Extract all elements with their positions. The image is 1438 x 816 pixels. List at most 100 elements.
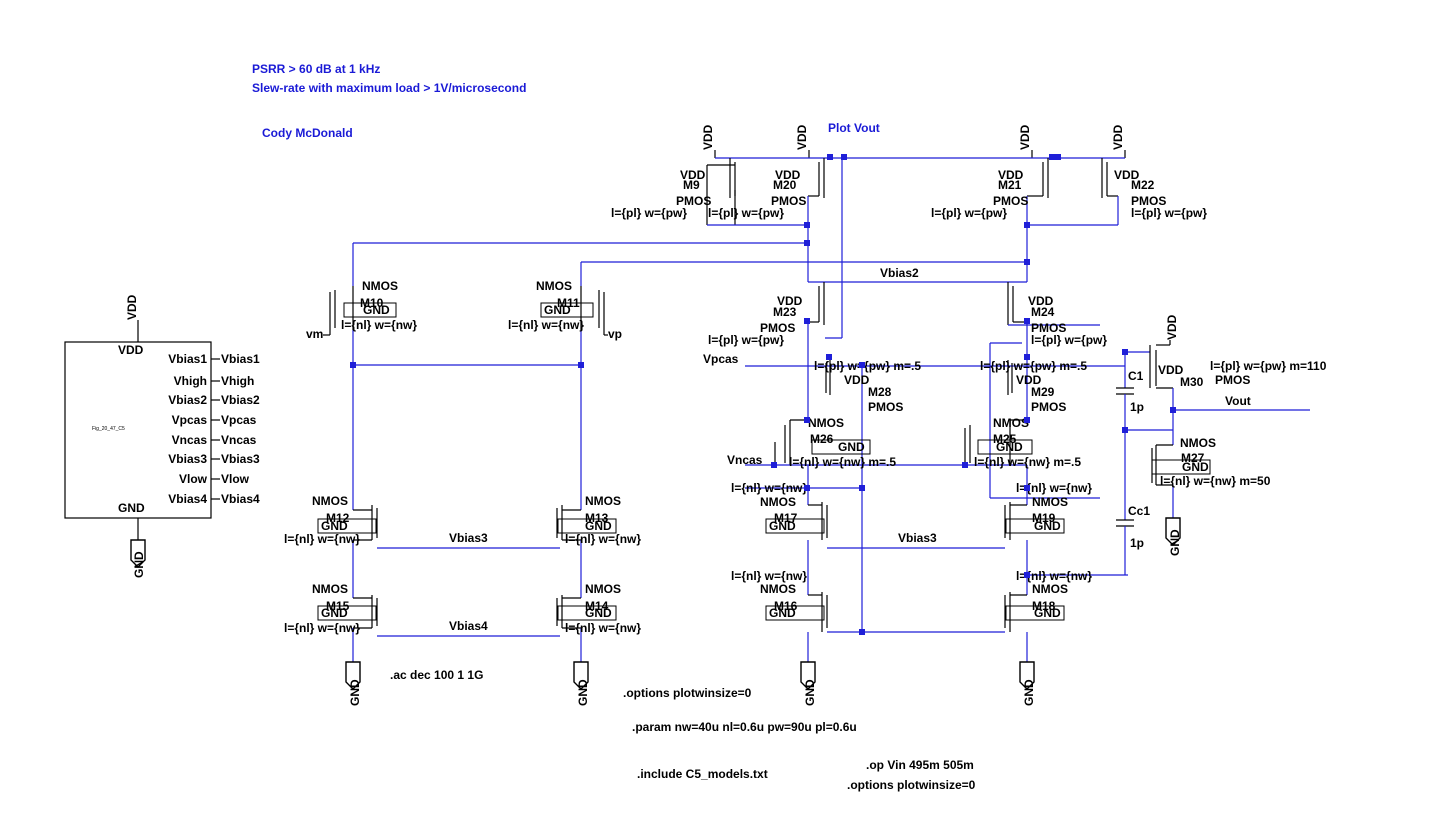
gnd-label-m14: GND — [576, 679, 590, 706]
m9-params: l={pl} w={pw} — [611, 206, 687, 220]
bias-pin-vbias4: Vbias4 — [168, 492, 207, 506]
m30-model: PMOS — [1215, 373, 1250, 387]
m19-model: NMOS — [1032, 495, 1068, 509]
m15-gnd-label: GND — [321, 606, 348, 620]
m20-params: l={pl} w={pw} — [708, 206, 784, 220]
vdd-label-m30: VDD — [1165, 314, 1179, 340]
input-pair-wiring — [323, 242, 1027, 510]
net-vm: vm — [306, 327, 323, 341]
m9-model: PMOS — [676, 194, 711, 208]
gnd-box-m26: GND — [811, 439, 871, 455]
m20-name: M20 — [773, 178, 797, 192]
directive-options-1: .options plotwinsize=0 — [623, 686, 752, 700]
m29-params: l={pl} w={pw} m=.5 — [980, 359, 1087, 373]
gnd-box-m11: GND — [540, 302, 594, 318]
vdd-label-m21: VDD — [1018, 124, 1032, 150]
m12-model: NMOS — [312, 494, 348, 508]
m11-model: NMOS — [536, 279, 572, 293]
net-vncas: Vncas — [727, 453, 763, 467]
m23-model: PMOS — [760, 321, 795, 335]
m16-model: NMOS — [760, 582, 796, 596]
net-vhigh: Vhigh — [221, 374, 254, 388]
vdd-label-m22: VDD — [1111, 124, 1125, 150]
output-stage-wiring — [1116, 340, 1310, 575]
m28-model: PMOS — [868, 400, 903, 414]
net-vbias4-block: Vbias4 — [221, 492, 260, 506]
vdd-supply-top — [714, 150, 1126, 159]
gnd-label-m16: GND — [803, 679, 817, 706]
gnd-box-m19: GND — [1005, 518, 1065, 534]
m13-name: M13 — [585, 511, 609, 525]
m28-params: l={pl} w={pw} m=.5 — [814, 359, 921, 373]
m13-params: l={nl} w={nw} — [565, 532, 641, 546]
directive-options-2: .options plotwinsize=0 — [847, 778, 976, 792]
vdd-label-bias: VDD — [125, 294, 139, 320]
bias-pin-vbias2: Vbias2 — [168, 393, 207, 407]
m10-model: NMOS — [362, 279, 398, 293]
m24-name: M24 — [1031, 305, 1055, 319]
comment-slew-rate: Slew-rate with maximum load > 1V/microse… — [252, 81, 526, 95]
net-vp: vp — [608, 327, 622, 341]
m27-name: M27 — [1181, 451, 1205, 465]
m23-params: l={pl} w={pw} — [708, 333, 784, 347]
m25-params: l={nl} w={nw} m=.5 — [974, 455, 1081, 469]
m15-params: l={nl} w={nw} — [284, 621, 360, 635]
gnd-box-m14: GND — [557, 605, 617, 621]
plot-vout-label: Plot Vout — [828, 121, 880, 135]
m19-params: l={nl} w={nw} — [1016, 481, 1092, 495]
bias-block[interactable]: VDD GND Fig_20_47_C5 Vbias1 Vhigh Vbias2… — [64, 320, 260, 540]
directive-include: .include C5_models.txt — [637, 767, 768, 781]
gnd-label-m27: GND — [1168, 529, 1182, 556]
m26-name: M26 — [810, 432, 834, 446]
m16-gnd-label: GND — [769, 606, 796, 620]
m26-gnd-label: GND — [838, 440, 865, 454]
m17-name: M17 — [774, 511, 798, 525]
m27-gnd-label: GND — [1182, 460, 1209, 474]
m10-gnd-label: GND — [363, 303, 390, 317]
m18-gnd-label: GND — [1034, 606, 1061, 620]
gnd-box-m10: GND — [343, 302, 397, 318]
gnd-label-m18: GND — [1022, 679, 1036, 706]
cc1-value: 1p — [1130, 536, 1144, 550]
bias-block-name: Fig_20_47_C5 — [92, 426, 125, 432]
m29-vdd-label: VDD — [1016, 373, 1042, 387]
m30-name: M30 — [1180, 375, 1204, 389]
m18-model: NMOS — [1032, 582, 1068, 596]
pmos-top-wiring — [706, 158, 1119, 260]
net-vpcas: Vpcas — [703, 352, 739, 366]
directive-op: .op Vin 495m 505m — [866, 758, 974, 772]
m14-gnd-label: GND — [585, 606, 612, 620]
m25-model: NMOS — [993, 416, 1029, 430]
net-vpcas-block: Vpcas — [221, 413, 257, 427]
bias-pin-vlow: Vlow — [179, 472, 208, 486]
bias-block-vdd-pin: VDD — [118, 343, 144, 357]
m28-name: M28 — [868, 385, 892, 399]
gnd-box-m17: GND — [765, 518, 825, 534]
directive-param: .param nw=40u nl=0.6u pw=90u pl=0.6u — [632, 720, 857, 734]
gnd-box-m12: GND — [317, 518, 377, 534]
m22-params: l={pl} w={pw} — [1131, 206, 1207, 220]
gnd-label-m15: GND — [348, 679, 362, 706]
c1-value: 1p — [1130, 400, 1144, 414]
m15-model: NMOS — [312, 582, 348, 596]
m13-model: NMOS — [585, 494, 621, 508]
m24-model: PMOS — [1031, 321, 1066, 335]
bias-pin-vpcas: Vpcas — [172, 413, 208, 427]
gnd-box-m13: GND — [557, 518, 617, 534]
junction-dots — [350, 154, 1176, 635]
cc1-name: Cc1 — [1128, 504, 1150, 518]
net-vbias3-right: Vbias3 — [898, 531, 937, 545]
m10-params: l={nl} w={nw} — [341, 318, 417, 332]
m11-params: l={nl} w={nw} — [508, 318, 584, 332]
m21-name: M21 — [998, 178, 1022, 192]
m16-params: l={nl} w={nw} — [731, 569, 807, 583]
net-vbias4: Vbias4 — [449, 619, 488, 633]
net-vlow: Vlow — [221, 472, 250, 486]
vdd-label-m9: VDD — [701, 124, 715, 150]
m30-vdd-label: VDD — [1158, 363, 1184, 377]
m26-params: l={nl} w={nw} m=.5 — [789, 455, 896, 469]
m13-gnd-label: GND — [585, 519, 612, 533]
m17-params: l={nl} w={nw} — [731, 481, 807, 495]
bias-pin-vhigh: Vhigh — [174, 374, 207, 388]
